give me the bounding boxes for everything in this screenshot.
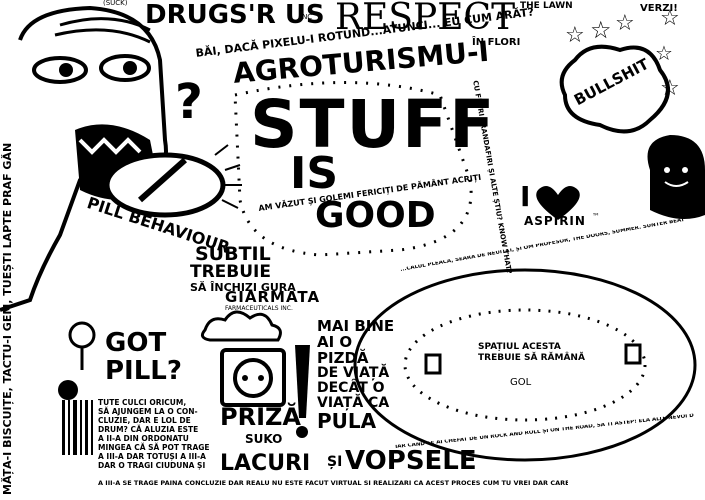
svg-text:☆: ☆ [655,41,673,65]
i-label: I [520,180,531,213]
is-title: IS [290,148,339,199]
speech-cloud [559,44,670,134]
bomb-icon [58,380,78,400]
aspirin-label: ASPIRIN [524,214,586,228]
svg-text:☆: ☆ [660,6,680,31]
suck-label: (SUCK) [103,0,128,7]
window-right-icon [624,343,642,365]
svg-text:☆: ☆ [660,76,680,101]
pill-paragraph: TUTE CULCI ORICUM, SĂ AJUNGEM LA O CON- … [98,398,210,470]
drugs-inc-label: INC [300,13,313,21]
ring-outline [353,268,697,462]
sa-inchizi-label: SĂ ÎNCHIZI GURA [190,281,296,294]
stuff-title: STUFF [250,86,497,163]
si-label: ȘI [327,454,343,470]
socket-icon [220,348,286,407]
small-cloud [200,310,282,342]
giarmata-logo: GIARMATA [225,288,321,306]
trebuie-sa-ramana-label: TREBUIE SĂ RĂMÂNĂ [478,353,585,363]
in-flori-label: ÎN FLORI [472,37,521,48]
barcode-icon [62,400,93,455]
svg-text:☆: ☆ [565,23,585,48]
paragraph-bottom-line: A III-A SE TRAGE PAINA CONCLUZIE DAR REA… [98,480,568,487]
farmaceuticals-label: FARMACEUTICALS INC. [225,305,293,312]
exclamation-icon [295,345,310,418]
svg-text:?: ? [175,74,203,130]
heart-icon [536,186,580,220]
window-left-icon [424,353,442,375]
aspirin-tm: ™ [592,212,600,221]
svg-text:☆: ☆ [615,11,635,36]
trebuie-label: TREBUIE [190,262,271,282]
spatiul-label: SPAȚIUL ACESTA [478,342,561,352]
svg-text:☆: ☆ [590,16,612,44]
good-title: GOOD [315,195,436,236]
gol-label: GOL [510,377,532,388]
the-lawn-label: THE LAWN [520,1,573,11]
priza-label: PRIZĂ [220,403,301,431]
pill-question-label: PILL? [105,356,182,386]
suko-label: SUKO [245,432,283,446]
mai-bine-text: MAI BINE AI O PIZDĂ DE VIAȚĂ DECÂT O VIA… [317,317,395,433]
got-label: GOT [105,328,167,358]
verzi-label: VERZI! [640,3,678,14]
vertical-text: MĂȚA-I BISCUIȚE, TACTU-I GEM, TUEȘTI LAP… [1,142,14,495]
lacuri-label: LACURI [220,451,311,476]
pill-icon [104,152,226,218]
right-pupil [123,61,137,75]
subtil-label: SUBTIL [195,243,271,265]
respect-title: RESPECT [335,0,516,38]
dotted-outline [233,81,473,257]
vopsele-label: VOPSELE [345,446,477,476]
left-pupil [59,63,73,77]
blob-creature [647,135,705,219]
drugs-r-us-logo: DRUGS'R US [145,0,325,30]
